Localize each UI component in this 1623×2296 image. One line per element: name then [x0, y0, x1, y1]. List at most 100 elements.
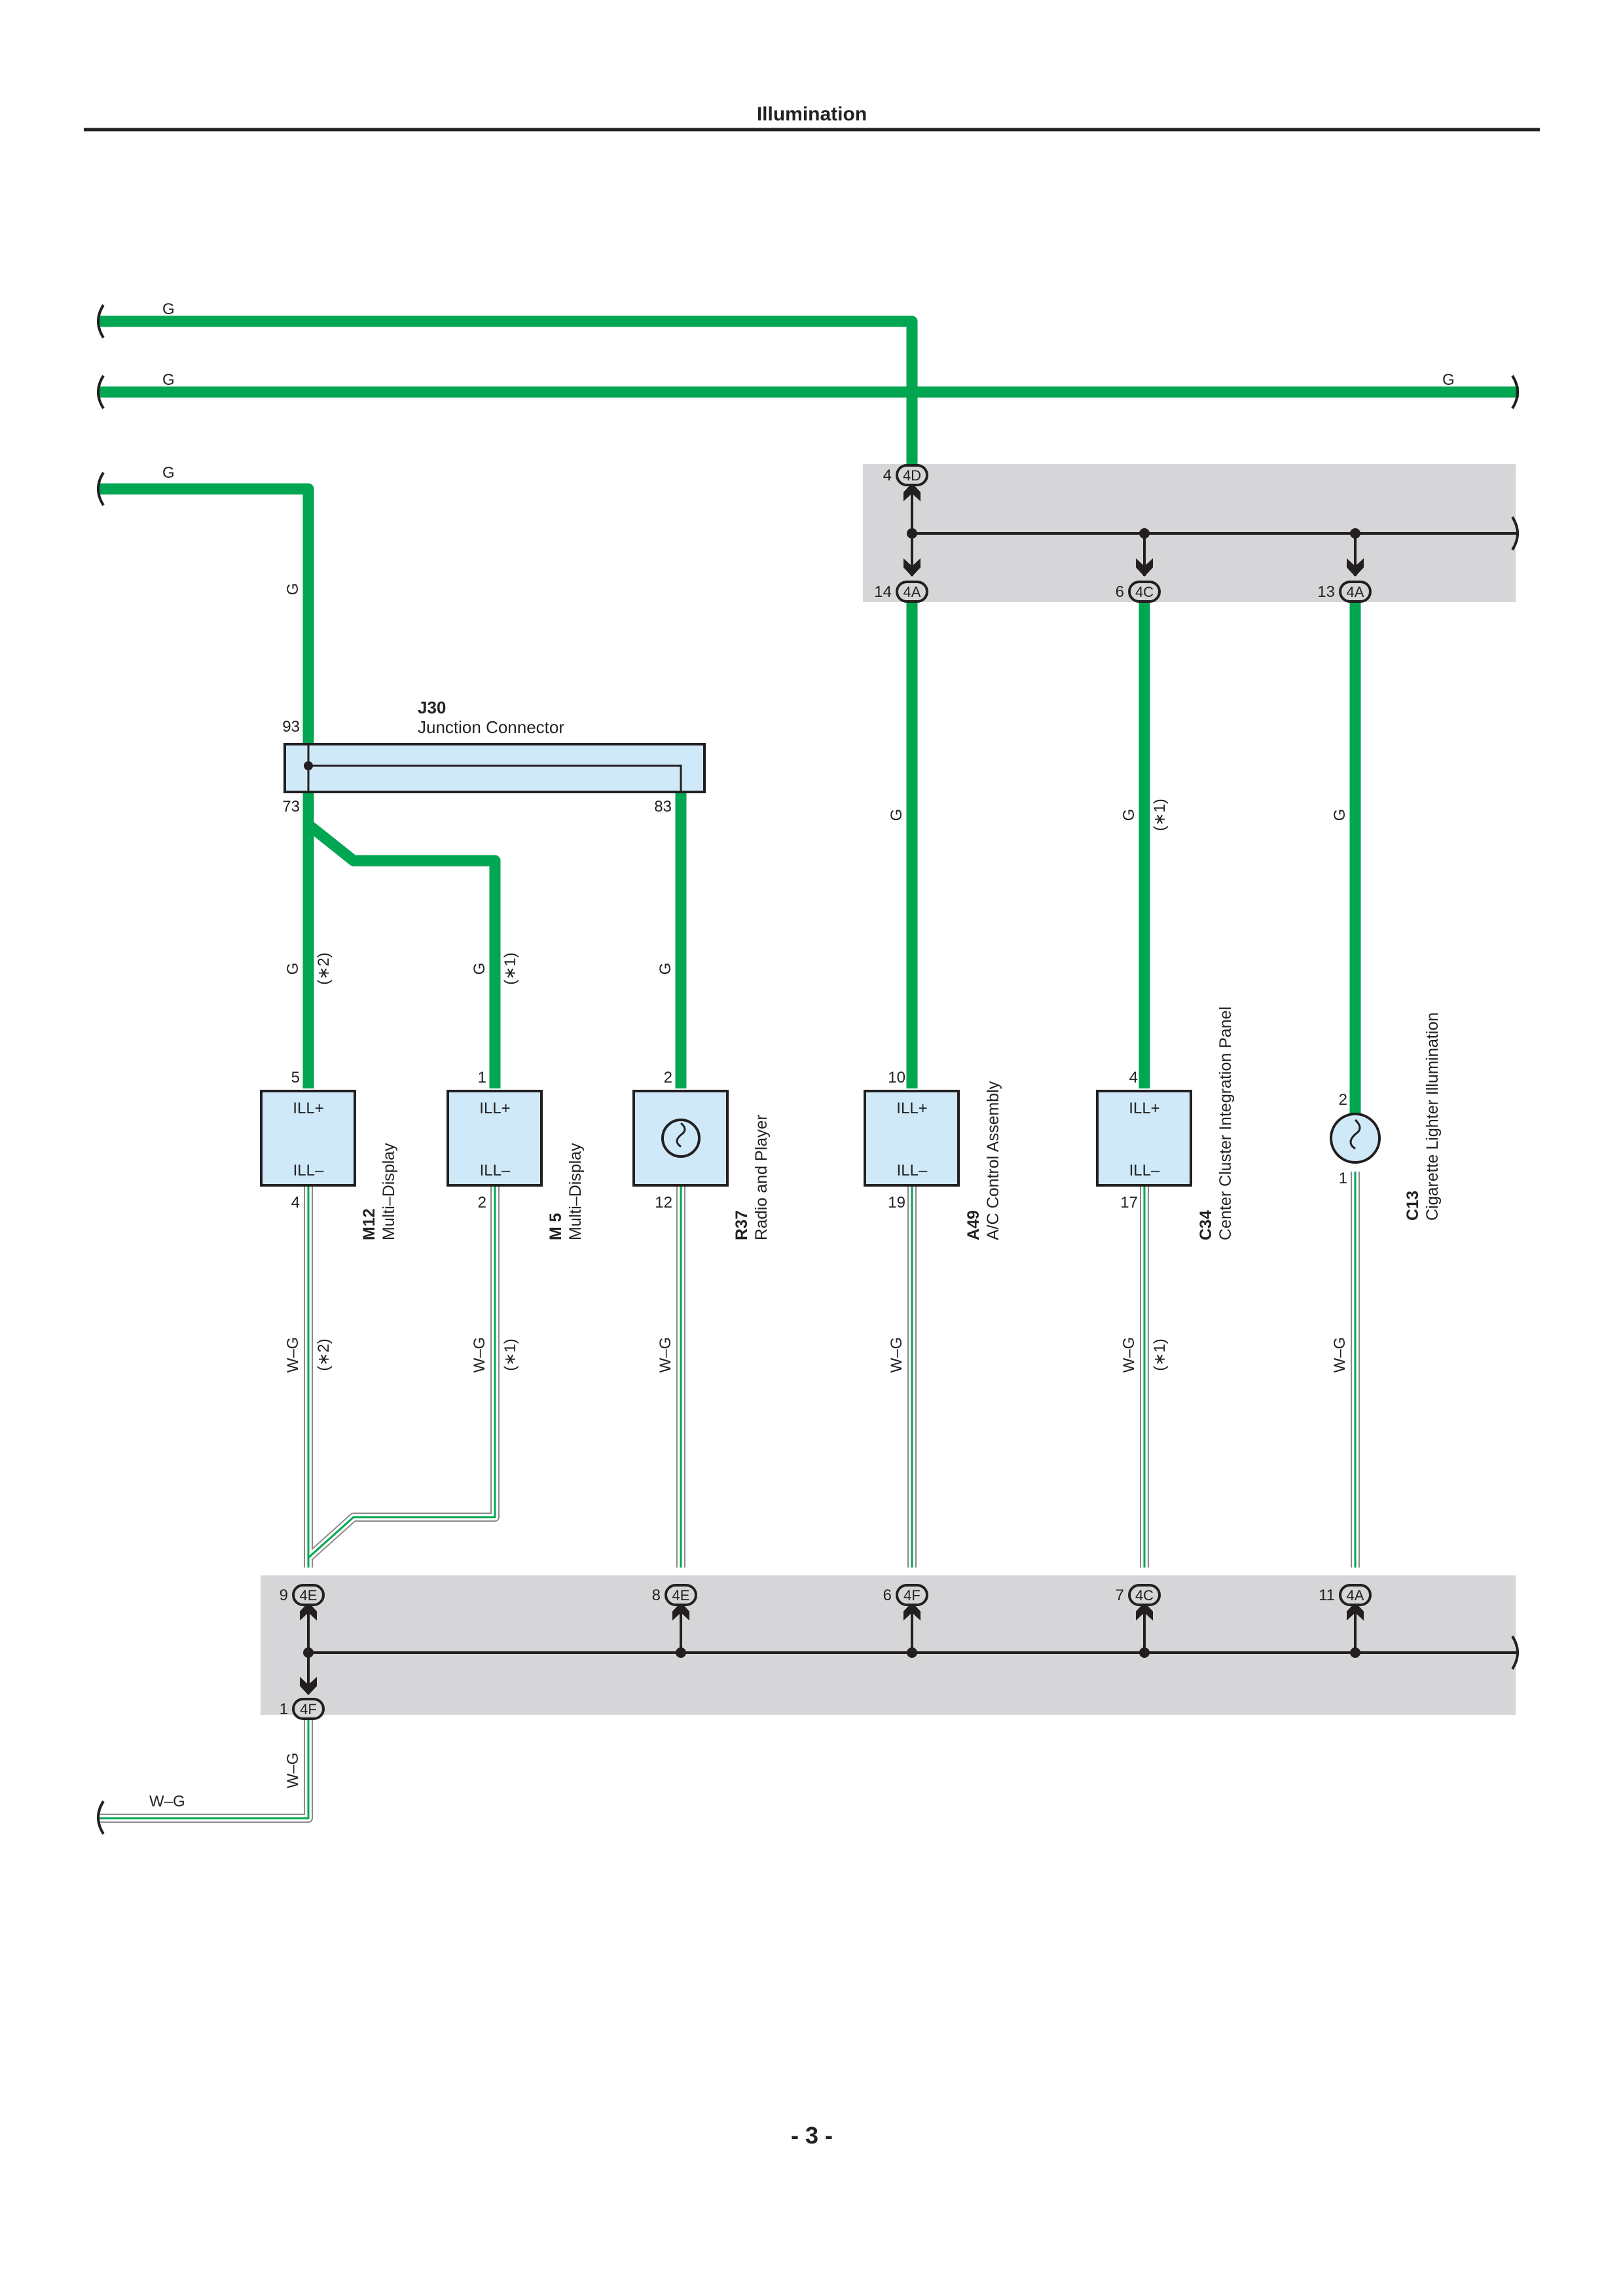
- connector-id: 4F: [300, 1701, 317, 1717]
- j30-pin-out-right: 83: [654, 798, 672, 816]
- connector-id: 4A: [903, 584, 921, 600]
- connector-pin: 1: [280, 1700, 288, 1718]
- component-name: Multi–Display: [566, 1143, 585, 1240]
- pin-top: 1: [478, 1069, 486, 1086]
- page-number: - 3 -: [791, 2122, 833, 2149]
- component-c34: ILL+ ILL– 4 17: [1096, 1069, 1192, 1211]
- upper-junction-dots: [907, 528, 1360, 539]
- wire-label: W–G: [888, 1337, 905, 1373]
- component-code: C13: [1404, 1191, 1422, 1221]
- pin-bottom: 2: [478, 1194, 486, 1211]
- wire-label: G: [657, 963, 674, 975]
- ill-minus-label: ILL–: [480, 1162, 511, 1179]
- wg-wires: [98, 1172, 1360, 1823]
- wire-note: (∗2): [315, 952, 333, 984]
- component-code: M12: [360, 1208, 378, 1240]
- connector-pin: 13: [1317, 583, 1335, 601]
- j30-code: J30: [418, 698, 446, 717]
- j30-junction-connector: J30 Junction Connector 93 73 83: [282, 698, 706, 816]
- wire-label: G: [162, 371, 175, 389]
- pin-bottom: 17: [1120, 1194, 1138, 1211]
- connector-pin: 14: [874, 583, 892, 601]
- ill-minus-label: ILL–: [897, 1162, 928, 1179]
- wire-note: (∗2): [315, 1338, 333, 1371]
- wire-label: G: [162, 464, 175, 482]
- component-code: M 5: [547, 1213, 565, 1240]
- pin-bottom: 19: [888, 1194, 905, 1211]
- wire-label: W–G: [1331, 1337, 1349, 1373]
- wire-label: W–G: [149, 1793, 185, 1810]
- upper-connectors: 4D 4A 4C 4A 4 14 6 13: [874, 464, 1372, 603]
- pin-bottom: 12: [655, 1194, 672, 1211]
- wire-label: G: [284, 963, 302, 975]
- wire-label: G: [888, 809, 905, 821]
- wire-note: (∗1): [1151, 798, 1169, 831]
- component-name: Center Cluster Integration Panel: [1216, 1007, 1235, 1240]
- connector-pin: 9: [280, 1587, 288, 1604]
- j30-pin-out-left: 73: [282, 798, 300, 816]
- component-name: A/C Control Assembly: [984, 1081, 1002, 1240]
- connector-id: 4E: [300, 1587, 318, 1604]
- component-labels: M12 Multi–Display M 5 Multi–Display R37 …: [360, 1007, 1442, 1240]
- pin-top: 4: [1129, 1069, 1138, 1086]
- component-c13: 2 1: [1330, 1091, 1381, 1187]
- connector-pin: 7: [1116, 1587, 1124, 1604]
- wire-label: G: [1331, 809, 1349, 821]
- lower-junction-dots: [303, 1647, 1360, 1658]
- ill-plus-label: ILL+: [479, 1100, 510, 1117]
- wire-label: G: [162, 300, 175, 318]
- g-wire-to-j30: [98, 483, 314, 744]
- wire-note: (∗1): [1151, 1338, 1169, 1371]
- g-wire-m5: [304, 820, 501, 1088]
- connector-id: 4D: [903, 467, 921, 484]
- component-name: Radio and Player: [752, 1115, 771, 1240]
- connector-id: 4C: [1135, 584, 1154, 600]
- ill-plus-label: ILL+: [1129, 1100, 1159, 1117]
- component-name: Multi–Display: [380, 1143, 398, 1240]
- wire-label: W–G: [284, 1753, 302, 1789]
- vertical-wire-labels: G G (∗2) G (∗1) G G G (∗1) G W–G (∗2) W–…: [284, 583, 1349, 1789]
- pin-bottom: 1: [1339, 1170, 1347, 1187]
- wire-label: G: [284, 583, 302, 596]
- wire-label: W–G: [1120, 1337, 1138, 1373]
- horizontal-wire-labels: G G G G W–G: [149, 300, 1455, 1810]
- connector-pin: 8: [652, 1587, 661, 1604]
- lower-connectors: 4E 4E 4F 4C 4A 4F 9 8 6 7 11 1: [280, 1584, 1372, 1720]
- bulb-icon: [1330, 1113, 1381, 1164]
- connector-pin: 11: [1319, 1587, 1335, 1604]
- connector-id: 4C: [1135, 1587, 1154, 1604]
- bulb-icon: [661, 1119, 701, 1158]
- connector-id: 4A: [1347, 1587, 1364, 1604]
- page-title: Illumination: [757, 103, 867, 125]
- wire-label: G: [1442, 371, 1455, 389]
- component-r37: 2 12: [632, 1069, 729, 1211]
- wire-label: W–G: [657, 1337, 674, 1373]
- component-m5: ILL+ ILL– 1 2: [447, 1069, 543, 1211]
- pin-bottom: 4: [291, 1194, 300, 1211]
- g-wire-top: [98, 315, 918, 470]
- pin-top: 2: [664, 1069, 672, 1086]
- component-code: R37: [733, 1210, 751, 1240]
- pin-top: 5: [291, 1069, 300, 1086]
- component-code: A49: [964, 1210, 983, 1240]
- wire-label: W–G: [284, 1337, 302, 1373]
- connector-id: 4A: [1347, 584, 1364, 600]
- ill-plus-label: ILL+: [896, 1100, 927, 1117]
- lower-junction-block: [261, 1575, 1516, 1715]
- ill-minus-label: ILL–: [293, 1162, 324, 1179]
- j30-pin-in: 93: [282, 718, 300, 736]
- connector-pin: 6: [883, 1587, 892, 1604]
- ill-minus-label: ILL–: [1129, 1162, 1160, 1179]
- ill-plus-label: ILL+: [293, 1100, 323, 1117]
- connector-arrows: [300, 483, 1364, 1695]
- component-a49: ILL+ ILL– 10 19: [864, 1069, 960, 1211]
- component-code: C34: [1197, 1210, 1215, 1240]
- j30-name: Junction Connector: [418, 717, 564, 737]
- wire-label: W–G: [471, 1337, 488, 1373]
- pin-top: 2: [1339, 1091, 1347, 1109]
- connector-id: 4E: [672, 1587, 690, 1604]
- component-m12: ILL+ ILL– 5 4: [260, 1069, 356, 1211]
- wire-note: (∗1): [501, 1338, 519, 1371]
- pin-top: 10: [888, 1069, 905, 1086]
